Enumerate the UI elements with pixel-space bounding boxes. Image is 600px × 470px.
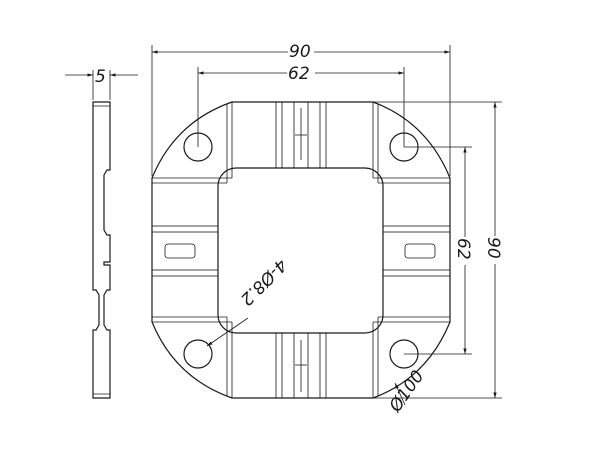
plate-front-view <box>151 101 451 399</box>
side-view: 5 <box>65 67 138 399</box>
hole-callout: 4-Ø8.2 <box>236 254 291 309</box>
dimensions: 90 62 90 62 4-Ø8.2 Ø100 <box>151 40 504 417</box>
hole-spacing-y-dimension: 62 <box>453 238 473 260</box>
diameter-callout: Ø100 <box>385 367 428 417</box>
width-dimension: 90 <box>289 42 311 62</box>
thickness-dimension: 5 <box>95 67 106 87</box>
mount-hole <box>183 339 213 369</box>
hole-spacing-x-dimension: 62 <box>288 64 310 84</box>
center-window <box>217 167 384 334</box>
height-dimension: 90 <box>483 237 503 259</box>
